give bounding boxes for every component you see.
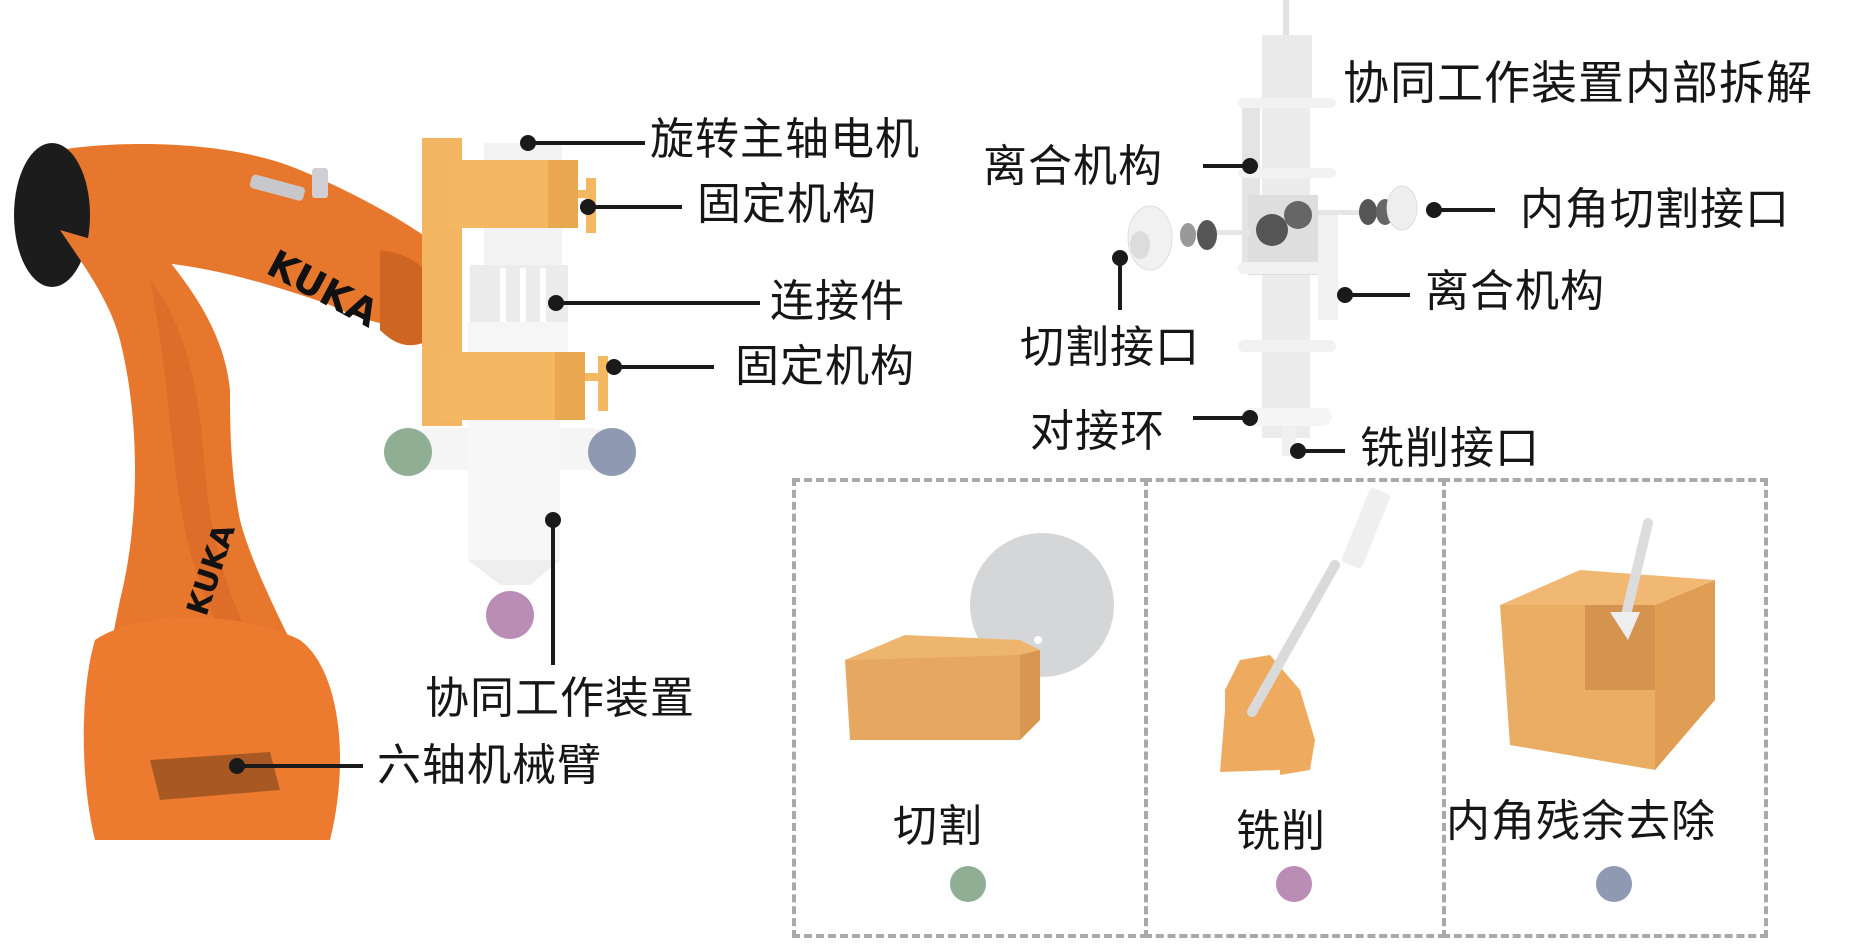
cutting-workpiece-top [845,635,1040,660]
connector-strut [500,268,506,323]
corner-workpiece-front [1500,605,1655,770]
cutting-disc-hole [1034,636,1042,644]
exploded-device [1127,0,1418,456]
six-axis-robot-arm: KUKA KUKA [14,143,430,840]
inner-corner-illustration [1500,518,1715,770]
robot-lower-arm-shade [150,280,280,700]
mode-dot-cutting [950,866,986,902]
mode-label-cutting: 切割 [893,801,983,852]
lower-clamp-side [555,352,585,420]
cooperative-device-assembly [384,138,636,639]
lower-clamp [440,352,560,420]
corner-workpiece-side [1655,580,1715,770]
milling-tool-holder [1342,487,1390,569]
milling-interface-ball [486,591,534,639]
leader-lines-right [1112,158,1495,459]
lower-clamp-handle [585,373,603,381]
inner-corner-interface-ball [588,428,636,476]
label-six-axis-arm: 六轴机械臂 [377,740,602,791]
milling-illustration [1220,487,1390,775]
flange [1238,168,1336,178]
top-shaft [1283,0,1289,35]
mode-label-inner-corner-removal: 内角残余去除 [1446,796,1716,847]
exploded-view-title: 协同工作装置内部拆解 [1343,56,1813,110]
upper-clamp-side [548,160,578,228]
cutting-illustration [845,533,1114,740]
connector-block [470,265,568,325]
bevel-gear [1284,201,1312,229]
connector-strut [540,268,546,323]
label-fixing-mechanism-1: 固定机构 [697,179,877,230]
bearing [1359,199,1377,225]
label-fixing-mechanism-2: 固定机构 [735,341,915,392]
flange [1238,340,1336,352]
nozzle-cone [468,560,560,585]
cutting-workpiece-side [1020,650,1040,740]
label-cutting-port: 切割接口 [1020,322,1200,373]
milling-tool-shaft [1247,560,1340,717]
label-inner-corner-cutting-port: 内角切割接口 [1520,184,1790,235]
inner-corner-port-disc [1386,185,1418,231]
label-spindle-motor: 旋转主轴电机 [650,114,920,165]
leader-lines-left [229,135,760,774]
upper-housing [1262,35,1312,105]
label-clutch-left: 离合机构 [983,141,1163,192]
corner-tool-cone [1610,612,1640,640]
cable-fitting-post [312,168,328,198]
corner-workpiece-top [1500,570,1715,605]
robot-upper-arm [60,144,430,330]
label-connector: 连接件 [770,276,905,327]
right-axle [1318,210,1378,215]
milling-workpiece [1220,655,1315,775]
shoulder-cap [14,143,90,287]
connector-strut [520,268,526,323]
flange [1238,98,1336,108]
upper-clamp [448,160,558,228]
robot-base-joint [83,617,340,840]
cutting-workpiece-front [845,655,1020,740]
cable-fitting [249,174,305,201]
cutting-interface-ball [384,428,432,476]
corner-notch [1585,605,1655,690]
bearing [1197,220,1217,250]
flange [1238,262,1336,274]
label-cooperative-device: 协同工作装置 [425,673,695,724]
bearing [1180,223,1196,247]
lower-clamp-knob [598,356,608,411]
docking-ring [1242,408,1332,426]
cutting-port-hub [1130,231,1150,259]
mode-panel-inner-corner [1442,478,1768,938]
mode-dot-milling [1276,866,1312,902]
label-docking-ring: 对接环 [1030,406,1165,457]
robot-wrist [380,250,430,346]
corner-tool-shaft [1621,518,1653,620]
label-milling-port: 铣削接口 [1360,423,1540,474]
label-clutch-right: 离合机构 [1425,266,1605,317]
main-body [468,420,560,560]
bevel-gear [1256,214,1288,246]
mode-label-milling: 铣削 [1236,806,1326,857]
lower-motor-body [468,322,568,357]
mode-dot-inner-corner-removal [1596,866,1632,902]
